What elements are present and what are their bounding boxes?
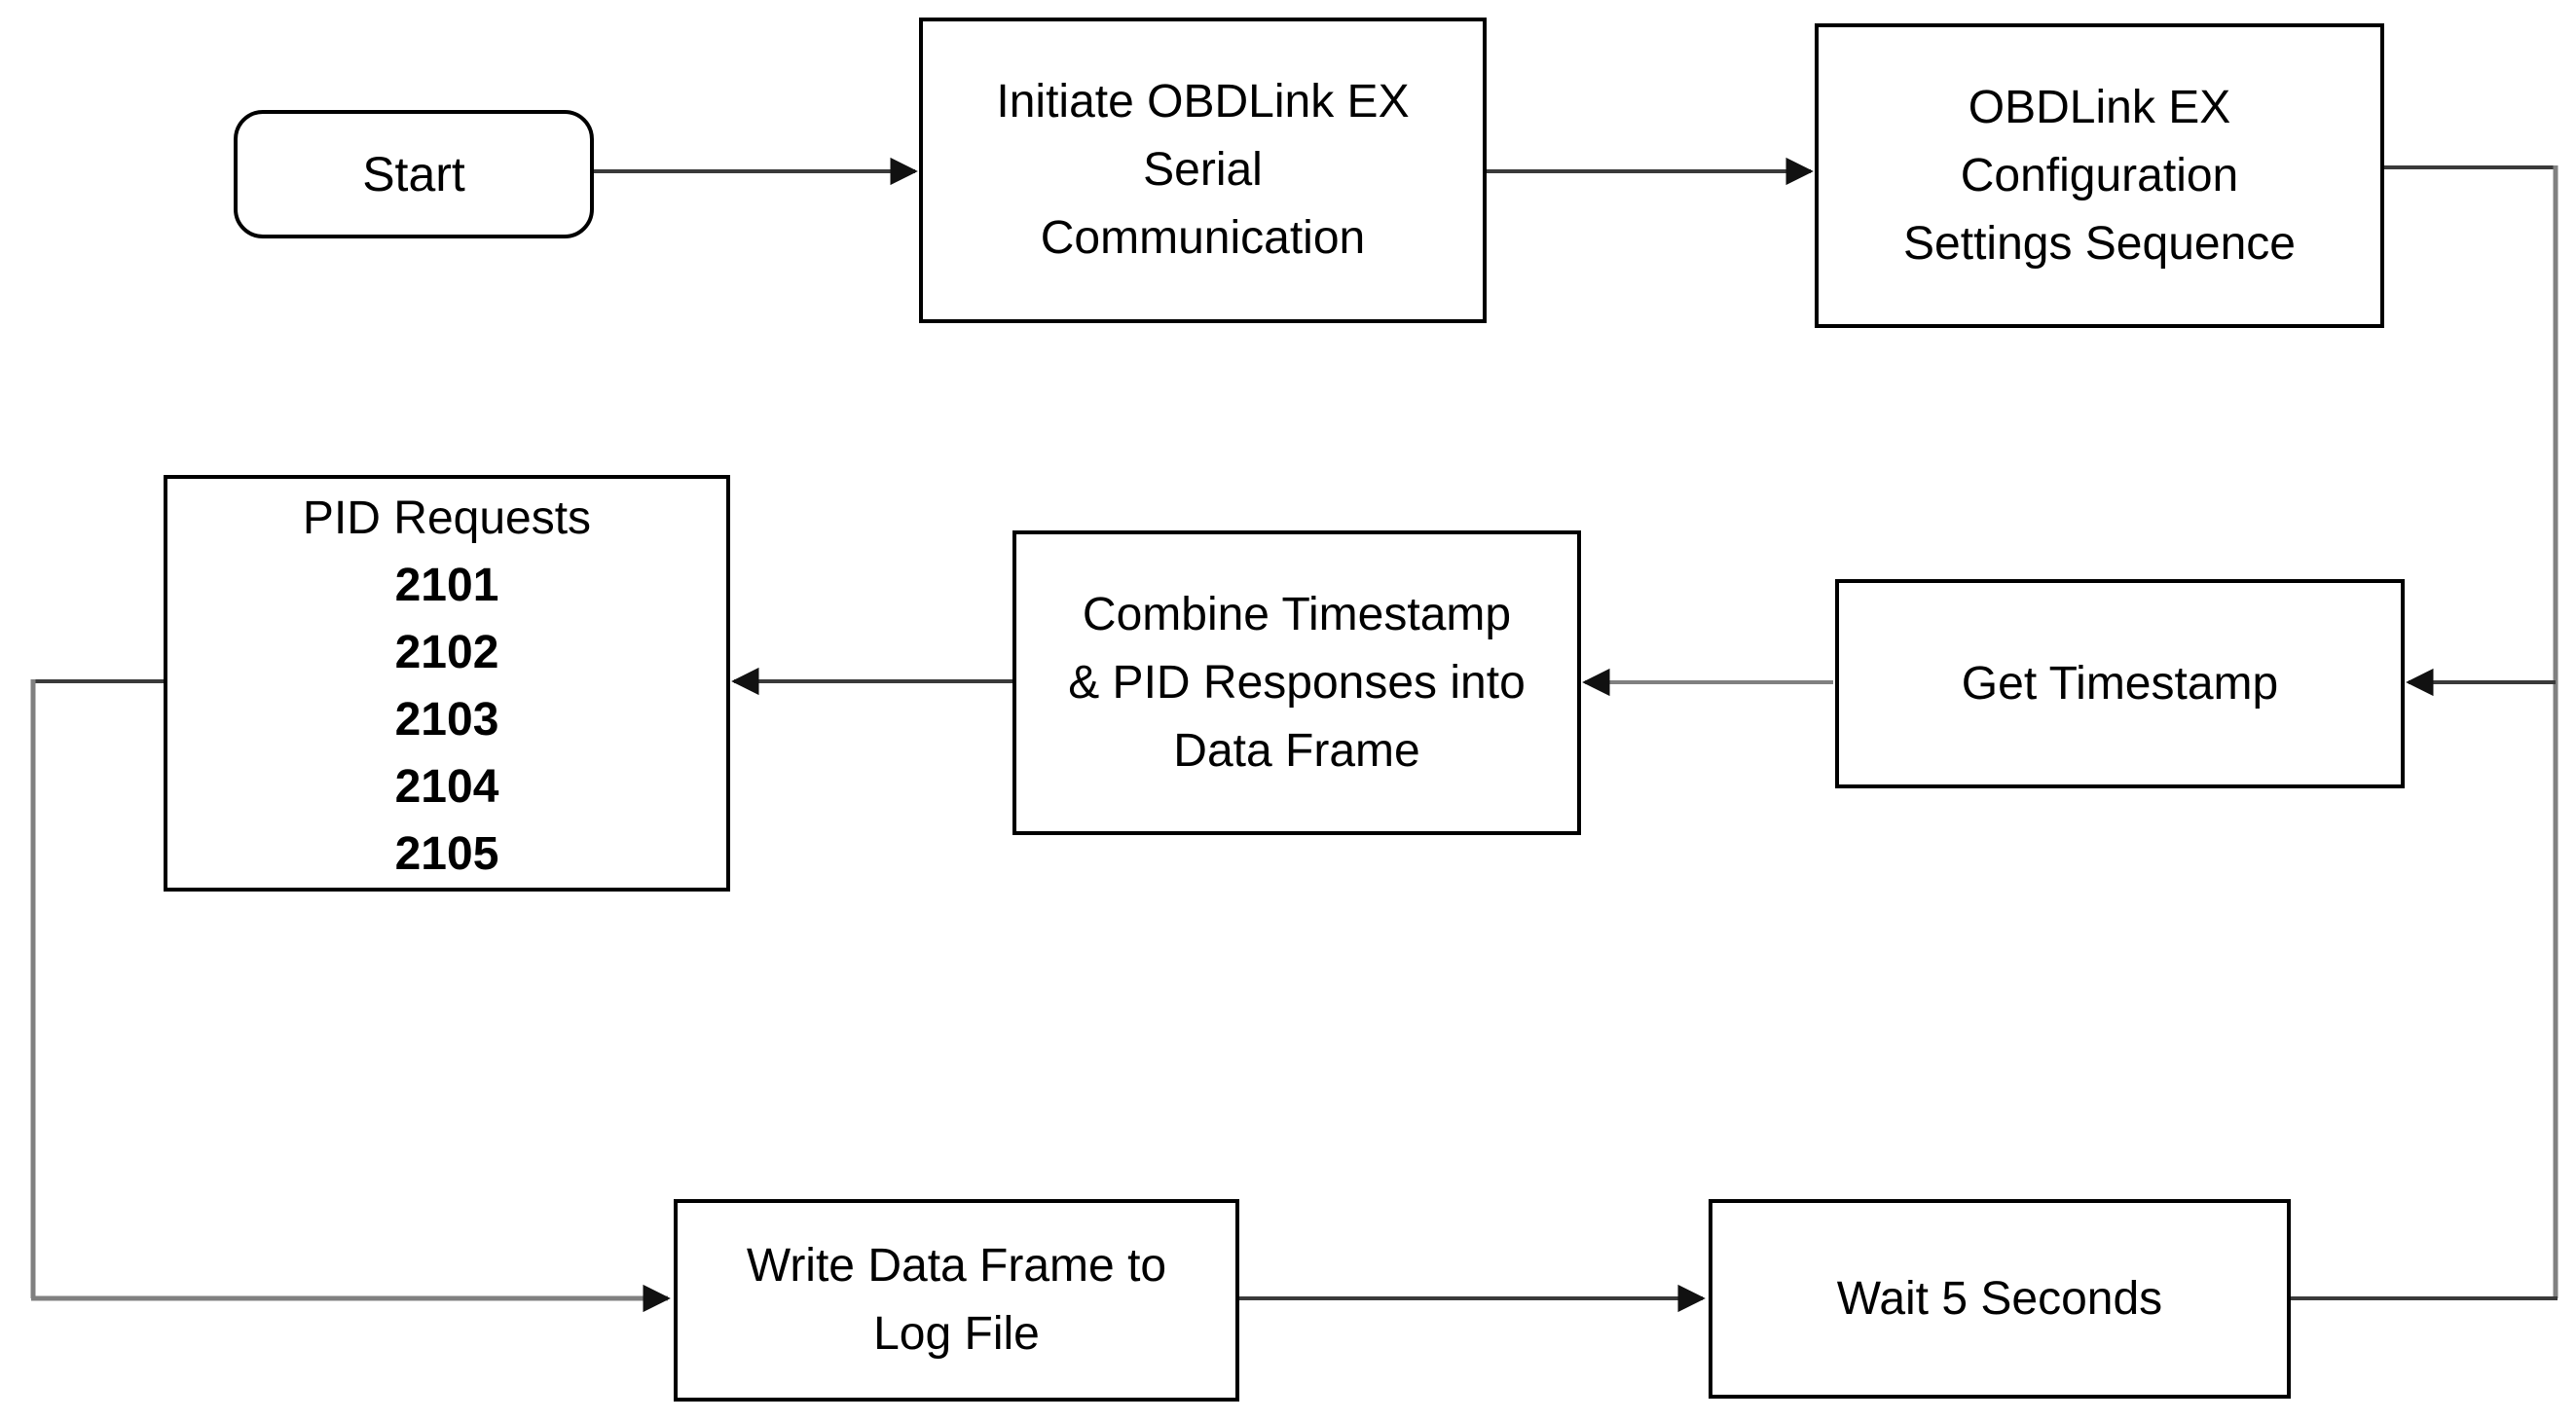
combine-dataframe-node: Combine Timestamp & PID Responses into D… xyxy=(1012,530,1581,835)
pid-item: 2103 xyxy=(394,694,499,746)
pid-item: 2105 xyxy=(394,828,499,880)
combine-dataframe-label: Combine Timestamp & PID Responses into D… xyxy=(1068,588,1526,777)
start-node: Start xyxy=(234,110,594,238)
config-settings-node: OBDLink EX Configuration Settings Sequen… xyxy=(1815,23,2384,328)
get-timestamp-node: Get Timestamp xyxy=(1835,579,2405,788)
get-timestamp-label: Get Timestamp xyxy=(1961,657,2279,710)
write-logfile-label: Write Data Frame to Log File xyxy=(746,1240,1167,1360)
write-logfile-node: Write Data Frame to Log File xyxy=(674,1199,1239,1402)
wait-node: Wait 5 Seconds xyxy=(1709,1199,2291,1399)
pid-item: 2102 xyxy=(394,627,499,678)
config-settings-label: OBDLink EX Configuration Settings Sequen… xyxy=(1903,81,2296,270)
pid-item: 2104 xyxy=(394,761,499,813)
initiate-serial-label: Initiate OBDLink EX Serial Communication xyxy=(996,76,1410,264)
pid-requests-node: PID Requests 2101 2102 2103 2104 2105 xyxy=(164,475,730,892)
initiate-serial-node: Initiate OBDLink EX Serial Communication xyxy=(919,18,1487,323)
start-label: Start xyxy=(362,147,465,201)
pid-item: 2101 xyxy=(394,560,499,611)
wait-label: Wait 5 Seconds xyxy=(1836,1272,2163,1325)
pid-requests-title: PID Requests xyxy=(302,492,592,544)
